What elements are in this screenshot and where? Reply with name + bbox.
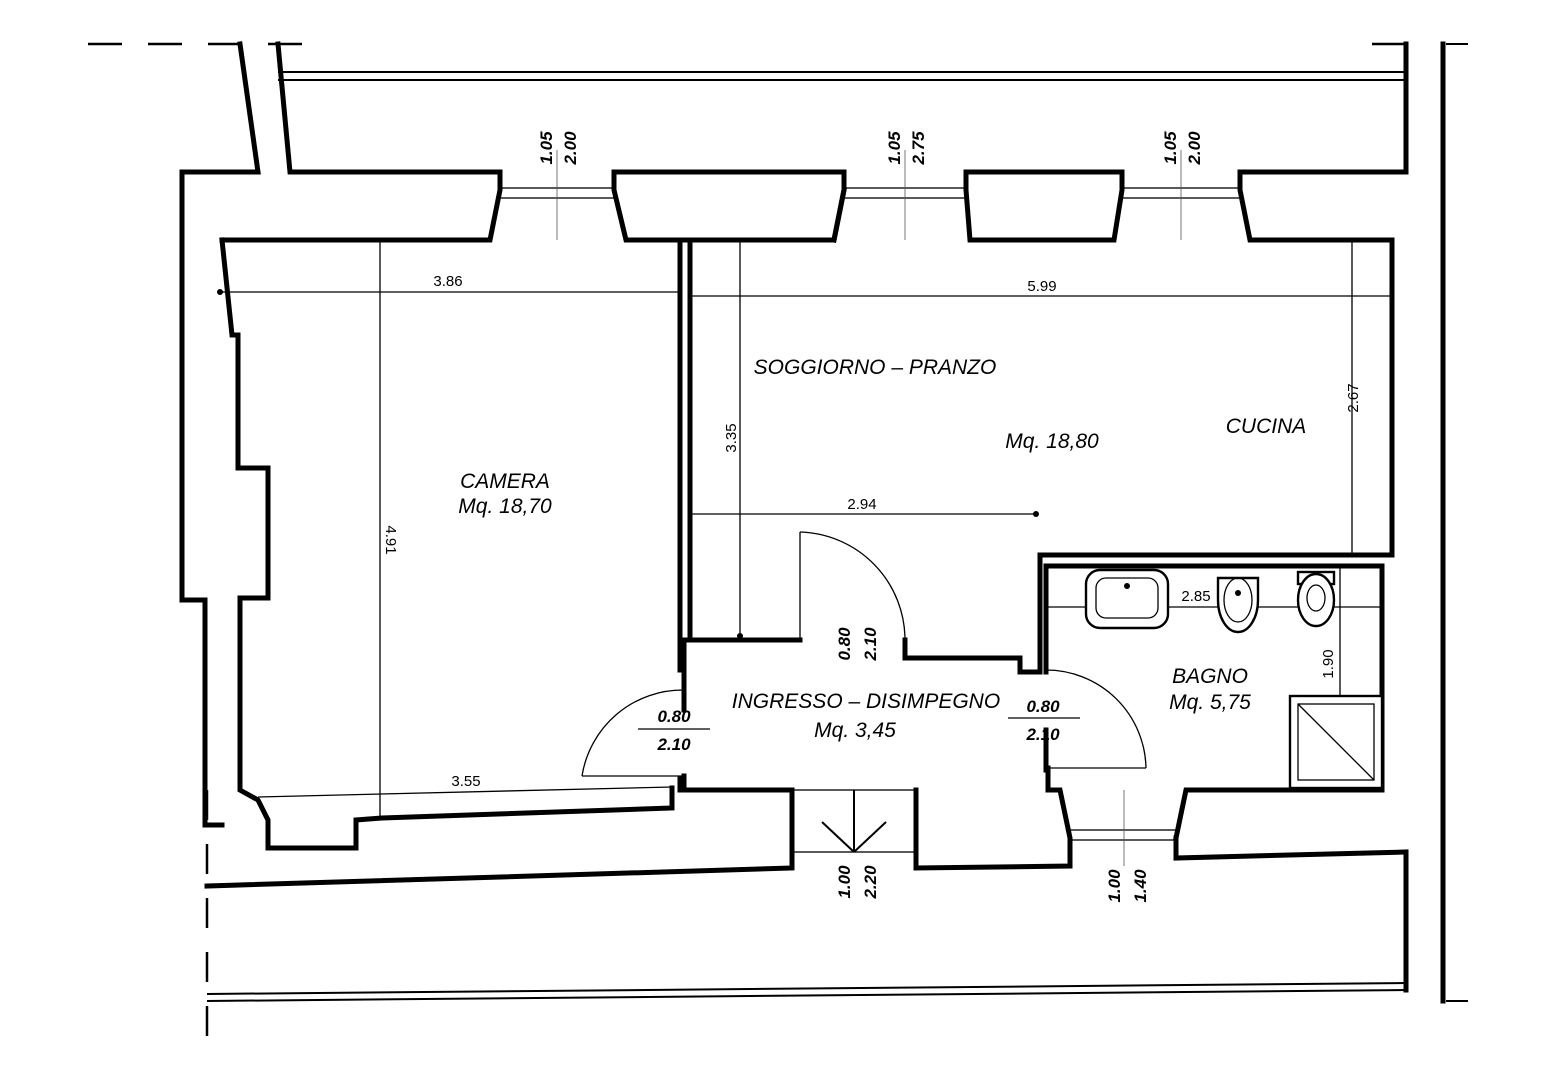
ingresso-name: INGRESSO – DISIMPEGNO [732, 690, 1000, 713]
window-bagno-width: 1.00 [1105, 869, 1124, 903]
door-camera-height: 2.10 [656, 735, 691, 754]
window-1-height: 2.00 [561, 131, 580, 166]
sink-icon [1084, 568, 1170, 630]
dim-camera-depth: 4.91 [382, 525, 399, 554]
soggiorno-name: SOGGIORNO – PRANZO [754, 356, 997, 379]
door-bagno-width: 0.80 [1026, 697, 1060, 716]
dim-camera-width-bottom: 3.55 [451, 773, 480, 790]
context-lines [88, 41, 1468, 1040]
dim-soggiorno-partial: 2.94 [847, 496, 876, 513]
door-soggiorno-height: 2.10 [861, 627, 880, 662]
bidet-icon [1216, 576, 1260, 634]
doors [581, 531, 1147, 853]
dim-soggiorno-width: 5.99 [1027, 278, 1056, 295]
bagno-name: BAGNO [1172, 665, 1248, 688]
camera-name: CAMERA [460, 470, 550, 493]
door-camera-width: 0.80 [657, 707, 691, 726]
dimension-lines [217, 240, 1392, 818]
window-2-width: 1.05 [885, 131, 904, 165]
toilet-icon [1296, 570, 1336, 628]
dim-soggiorno-depth: 3.35 [723, 423, 740, 452]
shower-tray-icon [1288, 694, 1384, 790]
dim-bagno-width: 2.85 [1181, 588, 1210, 605]
ingresso-area: Mq. 3,45 [814, 719, 896, 742]
dim-bagno-depth: 1.90 [1320, 649, 1337, 678]
soggiorno-area: Mq. 18,80 [1005, 430, 1099, 453]
window-frames [499, 150, 1241, 866]
entrance-width: 1.00 [835, 865, 854, 899]
door-bagno-height: 2.10 [1025, 725, 1060, 744]
camera-area: Mq. 18,70 [458, 495, 552, 518]
exterior-walls [179, 41, 1409, 993]
window-3-width: 1.05 [1161, 131, 1180, 165]
window-3-height: 2.00 [1185, 131, 1204, 166]
door-soggiorno-width: 0.80 [835, 627, 854, 661]
entrance-height: 2.20 [861, 865, 880, 900]
window-2-height: 2.75 [909, 131, 928, 166]
cucina-name: CUCINA [1226, 415, 1307, 438]
dim-camera-width-top: 3.86 [433, 273, 462, 290]
bagno-area: Mq. 5,75 [1169, 691, 1251, 714]
window-1-width: 1.05 [537, 131, 556, 165]
window-bagno-height: 1.40 [1131, 869, 1150, 903]
dim-cucina-depth: 2.67 [1345, 383, 1362, 412]
